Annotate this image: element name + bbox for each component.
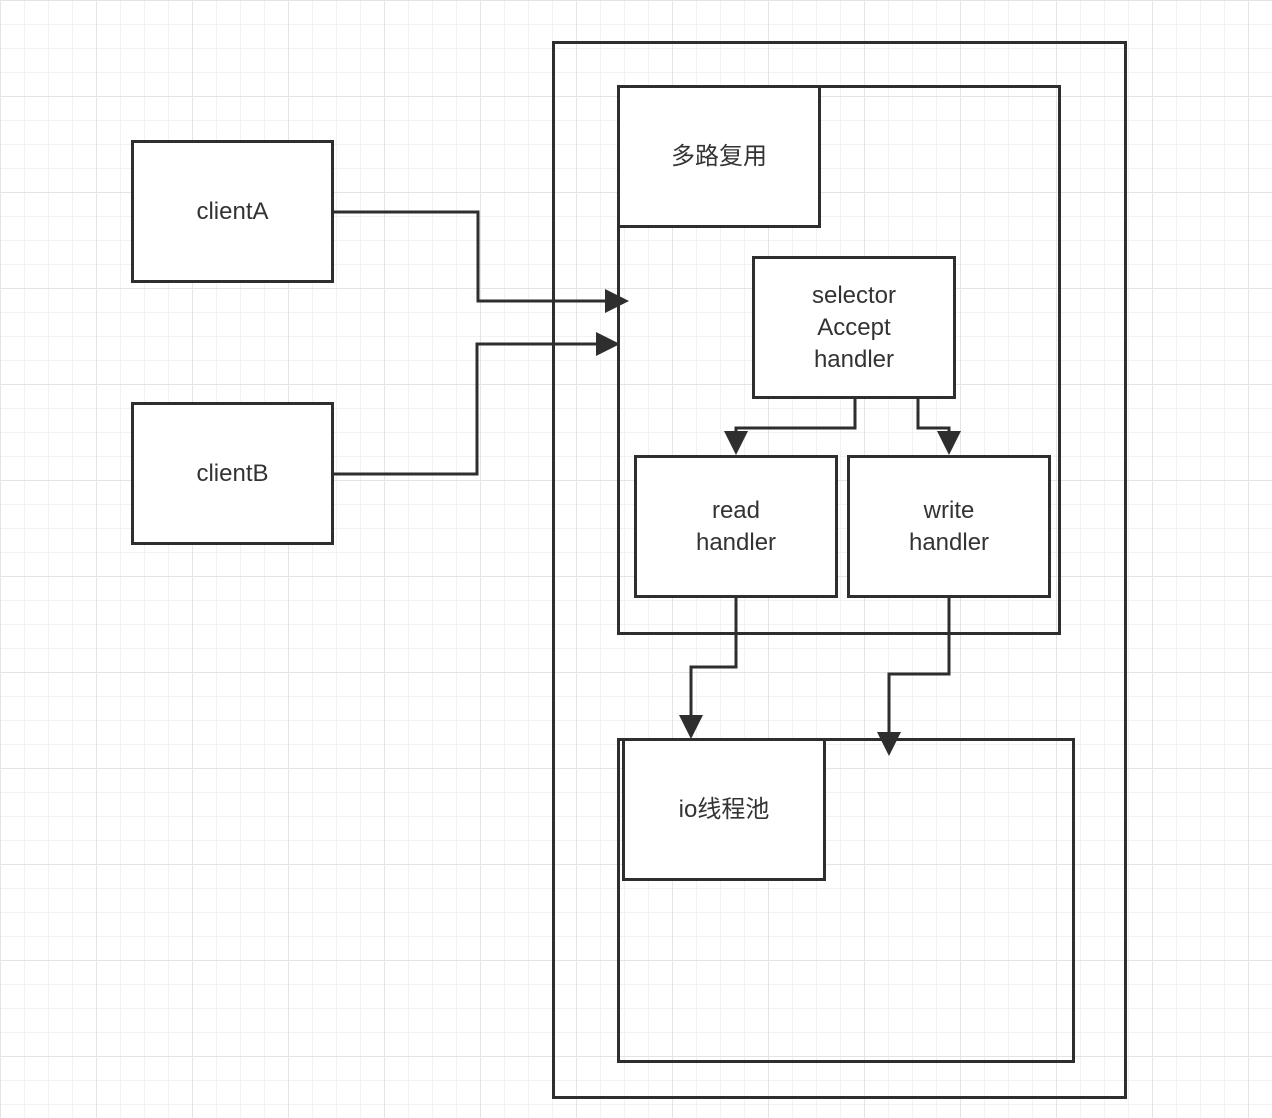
- selector-accept-handler-node: selector Accept handler: [752, 256, 956, 399]
- edge-clientA-to-multiplex: [334, 210, 629, 313]
- write-handler-node: write handler: [847, 455, 1051, 598]
- client-b-label: clientB: [196, 459, 269, 487]
- edge-read-to-pool: [679, 597, 738, 739]
- read-handler-node: read handler: [634, 455, 838, 598]
- io-thread-pool-label: io线程池: [678, 795, 770, 823]
- client-a-label: clientA: [196, 197, 269, 225]
- client-b-node: clientB: [131, 402, 334, 545]
- server-outer-frame: [552, 41, 1127, 1099]
- read-handler-label: read handler: [695, 496, 777, 556]
- multiplex-region: [617, 85, 1061, 635]
- io-thread-pool-title-node: io线程池: [622, 738, 826, 881]
- edge-selector-to-read: [724, 398, 857, 455]
- multiplex-title-node: 多路复用: [617, 85, 821, 228]
- write-handler-label: write handler: [908, 496, 990, 556]
- io-thread-pool-region: [617, 738, 1075, 1063]
- selector-accept-handler-label: selector Accept handler: [811, 281, 897, 373]
- client-a-node: clientA: [131, 140, 334, 283]
- edge-write-to-pool: [877, 597, 951, 756]
- edge-selector-to-write: [916, 398, 961, 455]
- multiplex-title-label: 多路复用: [671, 142, 767, 170]
- edge-clientB-to-multiplex: [334, 332, 620, 476]
